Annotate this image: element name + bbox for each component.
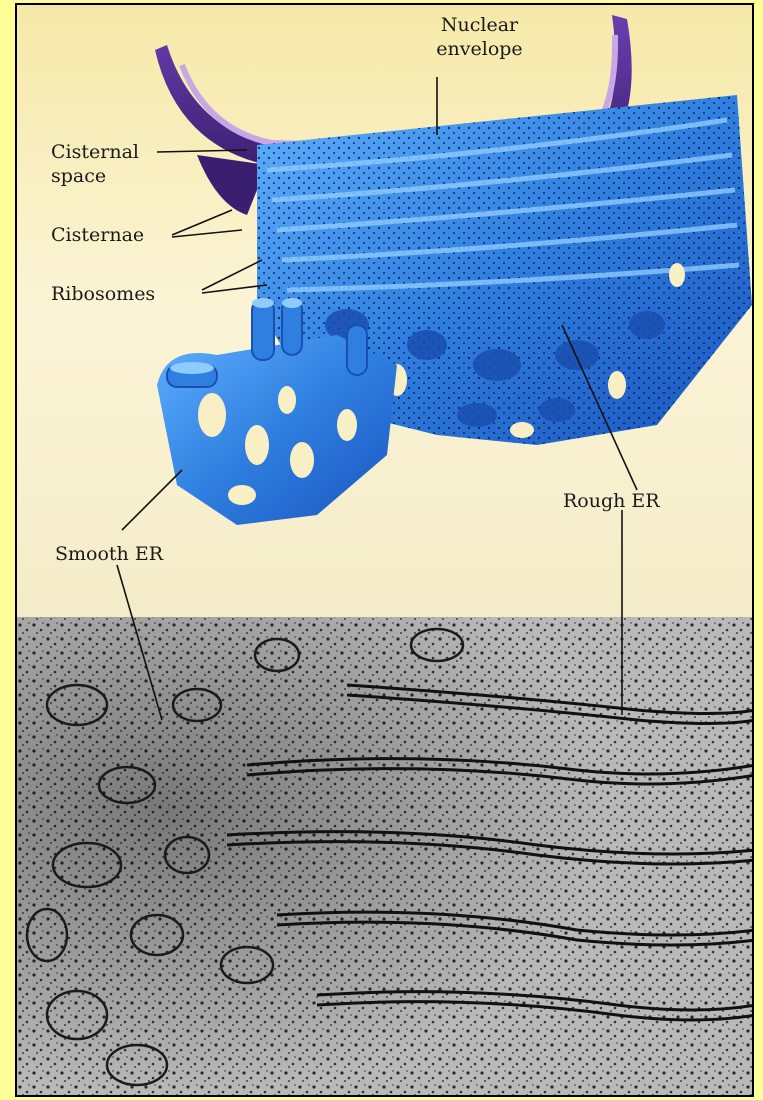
label-nuclear-envelope: Nuclear envelope [412,13,547,61]
figure-frame: Nuclear envelope Cisternal space Cistern… [15,3,754,1097]
label-cisternal-space-line2: space [51,164,139,188]
label-nuclear-envelope-line1: Nuclear [412,13,547,37]
label-nuclear-envelope-line2: envelope [412,37,547,61]
electron-micrograph [17,617,754,1097]
label-ribosomes: Ribosomes [51,282,155,306]
label-cisternae: Cisternae [51,223,144,247]
label-cisternal-space: Cisternal space [51,140,139,188]
label-cisternal-space-line1: Cisternal [51,140,139,164]
label-smooth-er: Smooth ER [55,542,163,566]
label-rough-er: Rough ER [563,489,660,513]
